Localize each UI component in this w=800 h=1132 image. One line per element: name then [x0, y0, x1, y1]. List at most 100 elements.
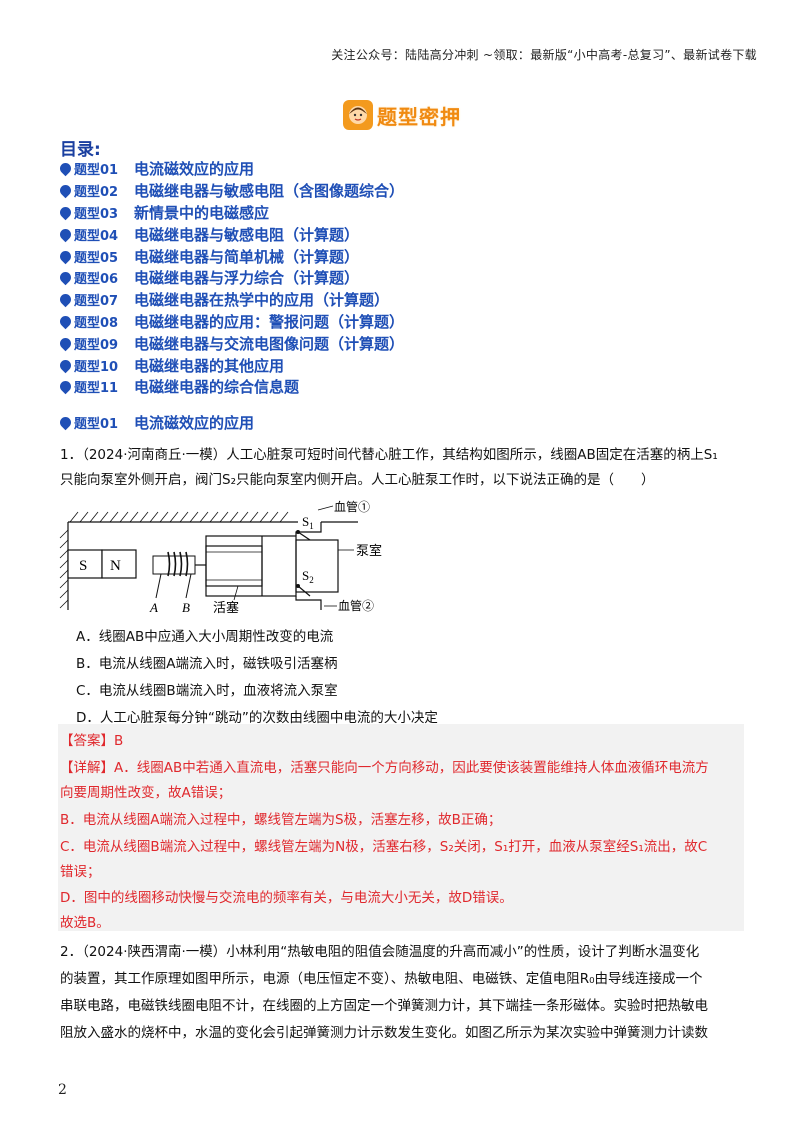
- toc-item[interactable]: 题型04 电磁继电器与敏感电阻（计算题）: [57, 223, 758, 245]
- cylinder-outer: [205, 535, 297, 597]
- detail-line-6: D．图中的线圈移动快慢与交流电的频率有关，与电流大小无关，故D错误。: [60, 890, 513, 906]
- toc-item-title: 电磁继电器与敏感电阻（计算题）: [134, 225, 360, 244]
- question-1-line-2: 只能向泵室外侧开启，阀门S₂只能向泵室内侧开启。人工心脏泵工作时，以下说法正确的…: [60, 472, 655, 488]
- valve-s2: [297, 585, 311, 597]
- map-pin-icon: [57, 414, 74, 431]
- student-avatar-icon: [343, 100, 373, 130]
- option-a: A．线圈AB中应通入大小周期性改变的电流: [76, 629, 334, 645]
- map-pin-icon: [57, 379, 74, 395]
- top-wall-hatch: [69, 511, 289, 523]
- lead-b: [185, 573, 192, 599]
- detail-line-1: 【详解】A．线圈AB中若通入直流电，活塞只能向一个方向移动，因此要使该装置能维持…: [60, 760, 709, 776]
- section-title: 电流磁效应的应用: [134, 414, 255, 432]
- toc-item-title: 电磁继电器的其他应用: [134, 356, 285, 375]
- question-2-line-2: 的装置，其工作原理如图甲所示，电源（电压恒定不变）、热敏电阻、电磁铁、定值电阻R…: [60, 971, 703, 987]
- toc-item-prefix: 题型05: [74, 250, 119, 266]
- detail-line-3: B．电流从线圈A端流入过程中，螺线管左端为S极，活塞左移，故B正确；: [60, 812, 502, 828]
- toc-item[interactable]: 题型06 电磁继电器与浮力综合（计算题）: [57, 267, 758, 289]
- coil-body: [152, 555, 196, 575]
- toc-heading: 目录:: [60, 140, 101, 160]
- toc-item-prefix: 题型08: [74, 315, 119, 331]
- vessel1-label: 血管①: [334, 500, 370, 514]
- map-pin-icon: [57, 335, 74, 352]
- toc-item-prefix: 题型07: [74, 294, 119, 310]
- piston-label: 活塞: [213, 600, 239, 615]
- question-2-line-4: 阻放入盛水的烧杯中，水温的变化会引起弹簧测力计示数发生变化。如图乙所示为某次实验…: [60, 1025, 708, 1041]
- toc-item-title: 新情景中的电磁感应: [134, 203, 270, 222]
- section-banner: 题型密押: [343, 97, 461, 133]
- toc-item-title: 电磁继电器与敏感电阻（含图像题综合）: [134, 182, 405, 201]
- map-pin-icon: [57, 313, 74, 330]
- banner-title: 题型密押: [377, 104, 461, 129]
- valve-s1: [297, 531, 311, 541]
- vessel2-label: 血管②: [338, 598, 374, 613]
- toc-item[interactable]: 题型03 新情景中的电磁感应: [57, 202, 758, 224]
- toc-item-title: 电磁继电器与简单机械（计算题）: [134, 247, 360, 266]
- magnet-s-label: S: [79, 558, 87, 574]
- toc-item-title: 电磁继电器在热学中的应用（计算题）: [134, 291, 390, 310]
- detail-line-5: 错误；: [60, 864, 101, 880]
- magnet-s-pole: [67, 549, 103, 579]
- label-a: A: [149, 600, 158, 615]
- toc-item-prefix: 题型01: [74, 163, 119, 179]
- page-header: 关注公众号：陆陆高分冲刺 ~领取：最新版“小中高考-总复习”、最新试卷下载: [331, 48, 757, 62]
- label-b: B: [182, 600, 190, 615]
- page-number: 2: [58, 1082, 67, 1098]
- toc-item[interactable]: 题型10 电磁继电器的其他应用: [57, 354, 758, 376]
- pump-diagram: S N A B S1 S2 血管① 泵室: [58, 499, 398, 622]
- coil-windings: [167, 551, 189, 577]
- toc-item[interactable]: 题型05 电磁继电器与简单机械（计算题）: [57, 245, 758, 267]
- lead-a: [155, 573, 162, 599]
- toc-item-prefix: 题型03: [74, 206, 119, 222]
- question-2-line-3: 串联电路，电磁铁线圈电阻不计，在线圈的上方固定一个弹簧测力计，其下端挂一条形磁体…: [60, 998, 708, 1014]
- toc-item[interactable]: 题型09 电磁继电器与交流电图像问题（计算题）: [57, 332, 758, 354]
- valve-s2-label: S2: [302, 568, 314, 585]
- toc-item-prefix: 题型09: [74, 337, 119, 353]
- magnet-n-label: N: [110, 558, 121, 574]
- answer-box: [58, 724, 744, 931]
- piston-leader: [233, 585, 239, 601]
- map-pin-icon: [57, 291, 74, 308]
- map-pin-icon: [57, 270, 74, 286]
- question-2-line-1: 2．（2024·陕西渭南·一模）小林利用“热敏电阻的阻值会随温度的升高而减小”的…: [60, 944, 700, 960]
- map-pin-icon: [57, 182, 74, 199]
- toc-item[interactable]: 题型11 电磁继电器的综合信息题: [57, 376, 758, 398]
- option-c: C．电流从线圈B端流入时，血液将流入泵室: [76, 683, 338, 699]
- toc-item-title: 电流磁效应的应用: [134, 160, 255, 179]
- toc-item-prefix: 题型10: [74, 359, 119, 375]
- detail-line-2: 向要周期性改变，故A错误；: [60, 785, 232, 801]
- toc-item[interactable]: 题型01 电流磁效应的应用: [57, 158, 758, 180]
- toc-item-prefix: 题型11: [74, 381, 119, 397]
- section-prefix: 题型01: [74, 417, 119, 432]
- toc-item-title: 电磁继电器与浮力综合（计算题）: [134, 269, 360, 288]
- toc-item-title: 电磁继电器的综合信息题: [134, 378, 300, 397]
- map-pin-icon: [57, 226, 74, 243]
- toc-item-title: 电磁继电器的应用：警报问题（计算题）: [134, 312, 405, 331]
- chamber-label: 泵室: [356, 543, 382, 558]
- map-pin-icon: [57, 204, 74, 221]
- left-wall-hatch: [59, 529, 69, 609]
- valve-s1-hinge: [296, 530, 300, 534]
- map-pin-icon: [57, 161, 74, 177]
- valve-s2-hinge: [296, 584, 300, 588]
- option-d: D．人工心脏泵每分钟“跳动”的次数由线圈中电流的大小决定: [76, 710, 438, 726]
- toc-item-title: 电磁继电器与交流电图像问题（计算题）: [134, 334, 405, 353]
- vessel1-leader: [317, 505, 334, 511]
- detail-line-4: C．电流从线圈B端流入过程中，螺线管左端为N极，活塞右移，S₂关闭，S₁打开，血…: [60, 839, 708, 855]
- toc-item-prefix: 题型06: [74, 272, 119, 288]
- valve-s1-label: S1: [302, 514, 314, 531]
- toc-item[interactable]: 题型08 电磁继电器的应用：警报问题（计算题）: [57, 311, 758, 333]
- question-1-line-1: 1．（2024·河南商丘·一模）人工心脏泵可短时间代替心脏工作，其结构如图所示，…: [60, 447, 718, 463]
- chamber-channels: [295, 522, 322, 610]
- toc-item-prefix: 题型04: [74, 228, 119, 244]
- magnet-n-pole: [101, 549, 137, 579]
- option-b: B．电流从线圈A端流入时，磁铁吸引活塞柄: [76, 656, 338, 672]
- pump-chamber-box: [295, 539, 339, 593]
- map-pin-icon: [57, 248, 74, 264]
- map-pin-icon: [57, 357, 74, 373]
- answer-line: 【答案】B: [60, 733, 124, 749]
- detail-line-7: 故选B。: [60, 915, 110, 931]
- toc-item[interactable]: 题型07 电磁继电器在热学中的应用（计算题）: [57, 289, 758, 311]
